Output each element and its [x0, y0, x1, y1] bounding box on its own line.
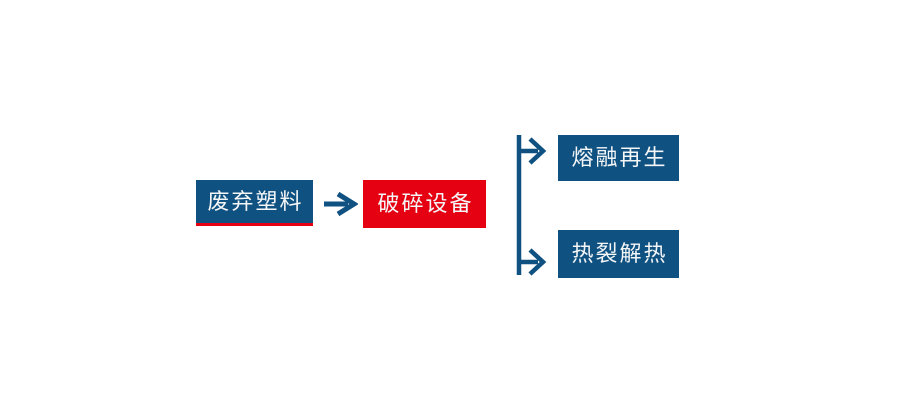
node-melt-regeneration-label: 熔融再生: [571, 145, 668, 170]
branch-connector: [516, 135, 547, 276]
node-pyrolysis-heat: 热裂解热: [558, 230, 679, 278]
branch-arrow-bottom-icon: [519, 248, 547, 276]
node-waste-plastic-label: 废弃塑料: [207, 188, 304, 214]
node-crushing-equipment-label: 破碎设备: [377, 191, 474, 216]
branch-arrow-top-icon: [519, 137, 547, 165]
node-pyrolysis-heat-label: 热裂解热: [571, 241, 668, 266]
node-melt-regeneration: 熔融再生: [558, 135, 679, 181]
node-crushing-equipment: 破碎设备: [363, 180, 486, 228]
node-waste-plastic: 废弃塑料: [196, 180, 313, 226]
arrow-right-icon: [324, 192, 358, 216]
